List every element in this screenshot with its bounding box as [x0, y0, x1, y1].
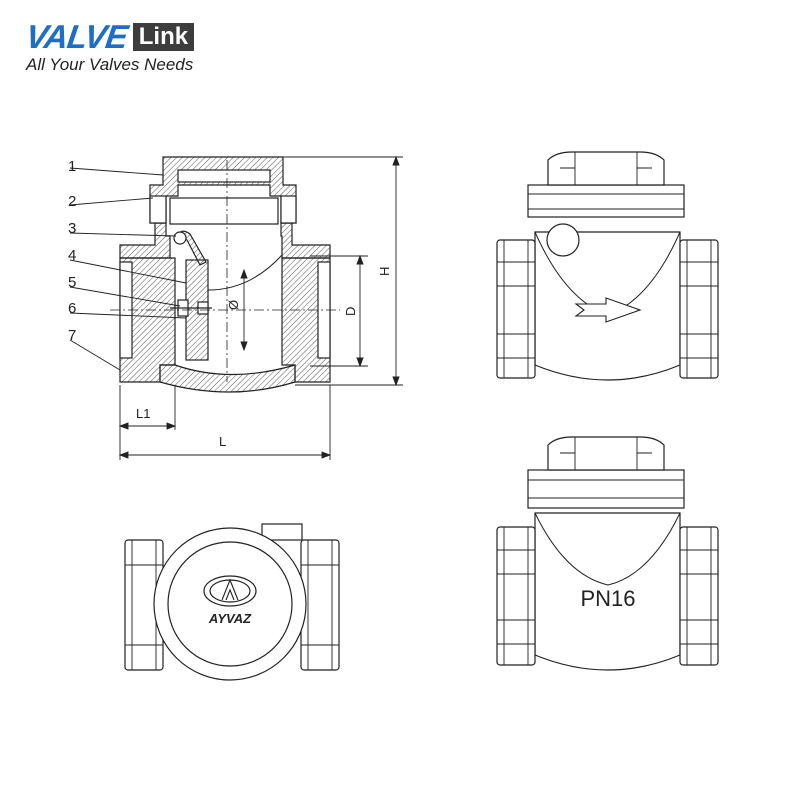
- front-right-port: [679, 526, 719, 666]
- part-number-3: 3: [68, 220, 76, 237]
- hinge-boss: [546, 223, 580, 257]
- ayvaz-emblem: [203, 575, 257, 607]
- dim-diameter-label: Ø: [226, 300, 241, 310]
- flow-arrow-icon: [574, 297, 642, 323]
- body-neck-section: [119, 222, 171, 259]
- part-number-2: 2: [68, 193, 76, 210]
- end-view: [124, 523, 340, 681]
- front-left-port: [496, 526, 536, 666]
- dim-H-label: H: [377, 267, 392, 276]
- side-left-port: [496, 239, 536, 379]
- brand-tagline: All Your Valves Needs: [26, 55, 194, 74]
- front-cap: [527, 436, 685, 509]
- dimension-labels: Ø D H L1 L: [136, 267, 392, 449]
- body-bottom: [159, 364, 296, 393]
- part-number-1: 1: [68, 158, 76, 175]
- part-leaders: [69, 167, 187, 371]
- front-view-rating: PN16: [580, 586, 635, 611]
- part-number-6: 6: [68, 300, 76, 317]
- end-view-logo-text: AYVAZ: [208, 611, 252, 626]
- side-view: [496, 151, 719, 381]
- part-number-7: 7: [68, 327, 76, 344]
- dim-L1-label: L1: [136, 406, 150, 421]
- gasket: [149, 195, 167, 224]
- end-left-port: [124, 539, 164, 671]
- dim-L-label: L: [219, 434, 226, 449]
- dim-D-label: D: [343, 307, 358, 316]
- dimension-lines: [118, 155, 403, 460]
- part-numbers: 1 2 3 4 5 6 7: [68, 158, 76, 344]
- side-cap: [527, 151, 685, 218]
- end-right-port: [300, 539, 340, 671]
- brand-suffix: Link: [132, 23, 195, 51]
- part-number-4: 4: [68, 247, 76, 264]
- front-view: [496, 436, 719, 671]
- part-number-5: 5: [68, 274, 76, 291]
- cap-insert: [177, 169, 271, 183]
- side-right-port: [679, 239, 719, 379]
- section-view: [110, 156, 340, 393]
- brand-logo: VALVE Link All Your Valves Needs: [23, 18, 226, 78]
